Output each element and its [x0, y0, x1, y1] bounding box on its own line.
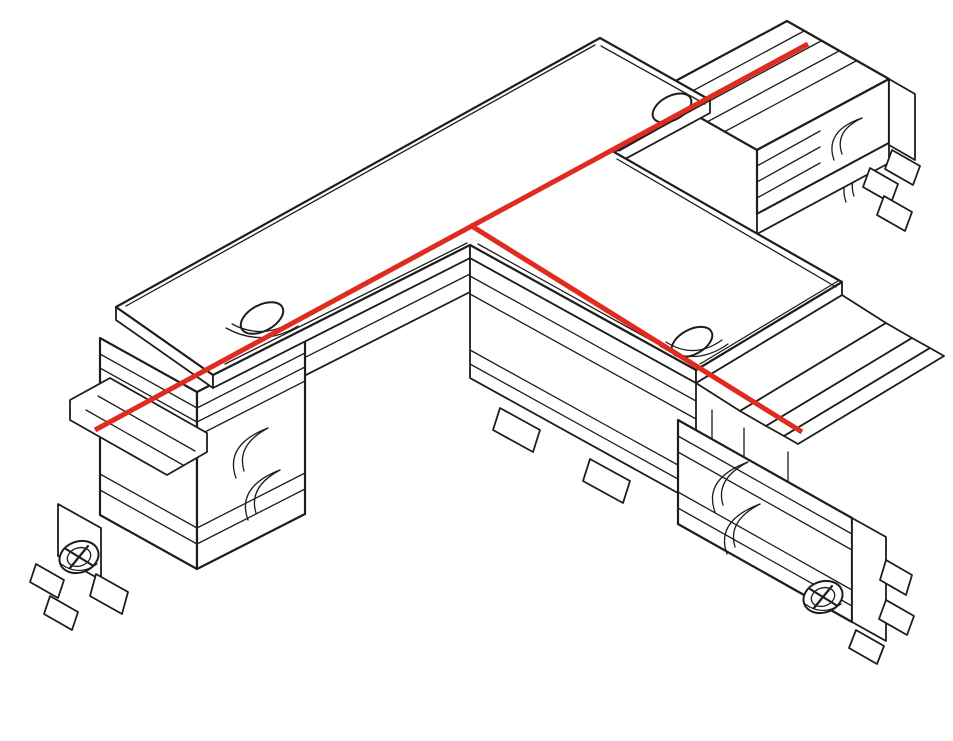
spring-arc	[831, 117, 863, 161]
rib	[196, 352, 306, 409]
rib	[677, 435, 853, 535]
mounting-hole-top	[651, 92, 693, 124]
spring-arc	[720, 461, 749, 506]
spring-arc	[241, 427, 269, 472]
hook-tab	[43, 595, 79, 631]
rib	[756, 162, 821, 199]
plate-inner-line	[224, 242, 468, 365]
spring-arc	[232, 427, 269, 479]
rib	[756, 130, 821, 167]
spring-arc	[732, 503, 761, 548]
plate-inner-line	[125, 44, 596, 307]
rail-rib	[706, 50, 840, 123]
rib	[99, 473, 198, 529]
rib	[99, 489, 198, 545]
stem-rail-step	[783, 347, 945, 445]
hook-tab	[878, 599, 915, 636]
rib	[99, 367, 198, 423]
housing-rib	[469, 349, 697, 476]
left-contact-springs	[232, 427, 281, 521]
spring-arc	[839, 117, 863, 155]
plate-inner-line	[616, 158, 837, 288]
rib	[99, 353, 198, 409]
hook-tab	[879, 559, 913, 596]
phillips-slot	[68, 544, 90, 570]
hook-tab	[876, 195, 913, 232]
plate-inner-line	[618, 103, 704, 152]
rib	[677, 451, 853, 551]
spring-arc	[711, 461, 749, 513]
conductor-branch-line	[468, 222, 804, 435]
screw-head-depth	[804, 603, 842, 612]
housing-foot	[492, 407, 541, 453]
bottom-connector-block	[676, 294, 945, 665]
rail-rib	[85, 409, 184, 466]
adjust-slot-arc	[665, 339, 723, 352]
screw-head-depth	[60, 563, 98, 572]
hook-tab	[89, 573, 129, 615]
rib	[196, 472, 306, 529]
phillips-slot	[812, 584, 834, 610]
conductor-main-line	[93, 41, 810, 433]
live-conductor-path	[93, 41, 810, 435]
housing-rib	[469, 363, 697, 490]
rib	[677, 491, 853, 591]
spring-arc	[244, 469, 281, 521]
bottom-contact-springs	[711, 461, 761, 555]
mounting-holes	[225, 92, 729, 359]
hook-tab	[848, 629, 885, 665]
rail-rib	[97, 395, 196, 452]
left-connector-block	[29, 335, 307, 631]
spring-arc	[253, 469, 281, 514]
plate-inner-line	[699, 280, 839, 365]
spring-arc	[723, 503, 761, 555]
bottom-mount-bracket	[851, 517, 887, 642]
hook-tab	[29, 563, 65, 599]
hook-tab	[884, 149, 921, 186]
rib	[196, 380, 306, 437]
rib	[196, 366, 306, 423]
housing-foot	[582, 458, 631, 504]
phillips-screw-bottom	[802, 579, 844, 615]
left-rail-end	[69, 377, 208, 476]
right-mount-bracket	[888, 78, 916, 161]
screw-head-inner	[66, 546, 92, 568]
rib	[756, 146, 821, 183]
rail-rib	[723, 60, 857, 133]
housing-rib	[469, 293, 697, 420]
phillips-screw-left	[58, 539, 100, 575]
rib	[196, 488, 306, 545]
housing-rib	[469, 275, 697, 402]
screw-head-inner	[810, 586, 836, 608]
